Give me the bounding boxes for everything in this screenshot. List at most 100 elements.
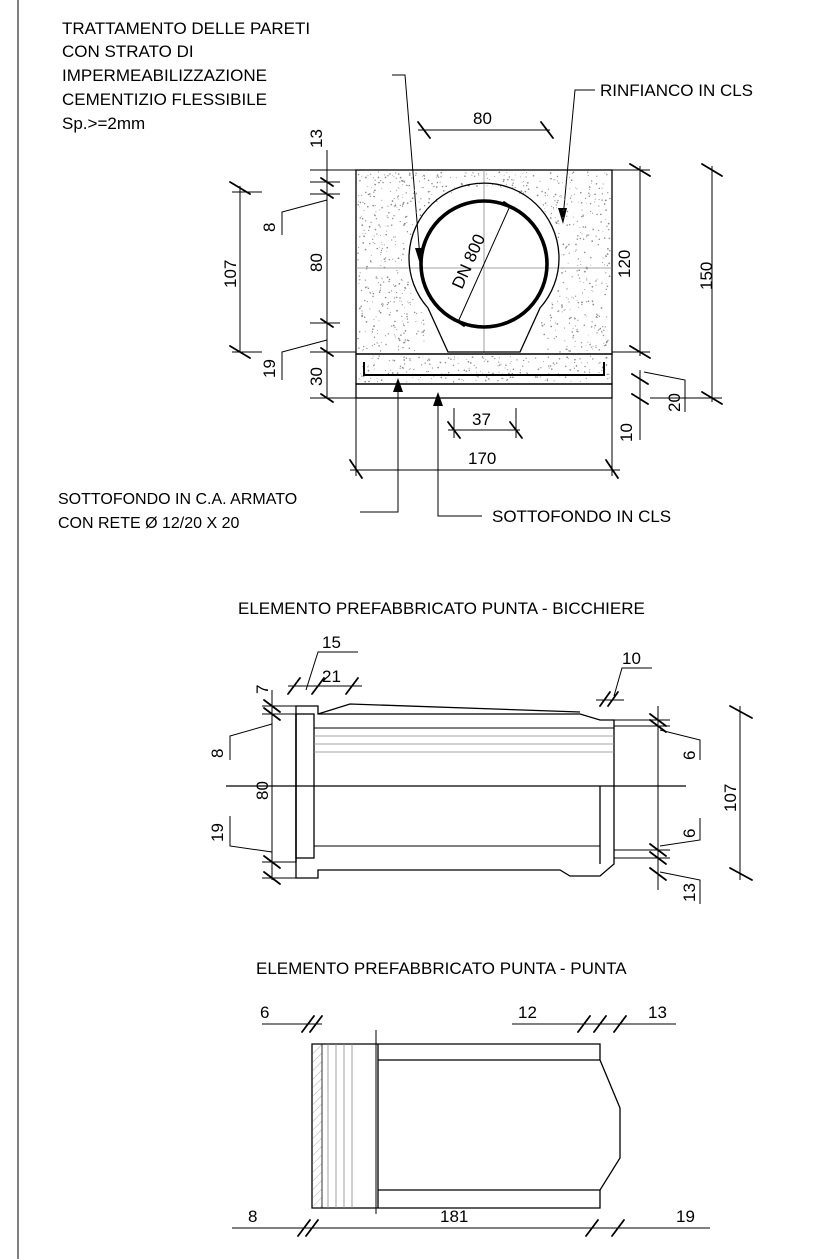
speckle-dot	[381, 187, 383, 189]
speckle-dot	[362, 201, 364, 203]
speckle-dot	[394, 241, 396, 242]
speckle-dot	[555, 336, 558, 338]
speckle-dot	[574, 187, 576, 189]
speckle-dot	[579, 280, 581, 282]
leader-8	[281, 199, 328, 235]
speckle-dot	[385, 370, 386, 372]
speckle-dot	[398, 188, 400, 190]
speckle-dot	[585, 202, 587, 204]
speckle-dot	[583, 371, 586, 373]
speckle-dot	[423, 178, 426, 180]
speckle-dot	[482, 357, 484, 359]
speckle-dot	[393, 176, 395, 178]
speckle-dot	[523, 185, 525, 187]
speckle-dot	[371, 261, 373, 263]
speckle-dot	[575, 295, 577, 297]
dim-spigot-12: 12	[518, 1003, 537, 1022]
speckle-dot	[402, 201, 405, 204]
speckle-dot	[370, 260, 372, 262]
speckle-dot	[436, 181, 439, 184]
speckle-dot	[605, 255, 608, 258]
speckle-dot	[373, 368, 375, 370]
speckle-dot	[358, 378, 360, 380]
speckle-dot	[429, 363, 431, 365]
speckle-dot	[605, 356, 608, 359]
speckle-dot	[398, 339, 401, 342]
speckle-dot	[395, 337, 396, 339]
speckle-dot	[427, 179, 430, 182]
speckle-dot	[371, 345, 373, 347]
speckle-dot	[405, 288, 407, 290]
speckle-dot	[574, 358, 576, 361]
speckle-dot	[393, 334, 395, 336]
speckle-dot	[561, 304, 563, 306]
speckle-dot	[409, 368, 411, 369]
pipe-diameter-label: DN 800	[448, 231, 489, 291]
speckle-dot	[364, 279, 367, 281]
speckle-dot	[363, 229, 365, 231]
speckle-dot	[454, 356, 456, 358]
speckle-dot	[544, 379, 546, 381]
speckle-dot	[393, 197, 395, 200]
speckle-dot	[510, 361, 512, 362]
speckle-dot	[363, 210, 365, 211]
speckle-dot	[547, 337, 549, 340]
speckle-dot	[566, 210, 569, 213]
speckle-dot	[592, 291, 594, 293]
tick-sr3	[649, 843, 667, 857]
speckle-dot	[601, 282, 603, 284]
speckle-dot	[551, 206, 553, 208]
speckle-dot	[374, 204, 376, 207]
tick-s3	[345, 677, 359, 695]
speckle-dot	[381, 247, 383, 249]
speckle-dot	[397, 198, 399, 200]
speckle-dot	[401, 315, 403, 318]
speckle-dot	[397, 187, 399, 188]
speckle-dot	[389, 181, 391, 184]
tick-p3	[577, 1015, 591, 1033]
speckle-dot	[379, 284, 382, 286]
speckle-dot	[566, 203, 568, 205]
speckle-dot	[608, 262, 611, 265]
speckle-dot	[560, 196, 562, 198]
backfill-arrow	[558, 208, 567, 224]
speckle-dot	[362, 232, 364, 234]
speckle-dot	[365, 372, 367, 374]
speckle-dot	[460, 182, 463, 185]
speckle-dot	[369, 291, 371, 293]
wall-treatment-note: TRATTAMENTO DELLE PARETI CON STRATO DI I…	[62, 19, 310, 133]
tick-pb1	[297, 1219, 311, 1237]
speckle-dot	[554, 363, 556, 365]
speckle-dot	[547, 188, 550, 190]
speckle-dot	[565, 180, 567, 182]
speckle-dot	[361, 175, 363, 177]
speckle-dot	[383, 281, 385, 283]
speckle-dot	[498, 361, 500, 363]
speckle-dot	[393, 236, 395, 238]
speckle-dot	[400, 259, 402, 261]
speckle-dot	[502, 180, 505, 183]
tick-s2	[311, 677, 325, 695]
speckle-dot	[602, 334, 605, 337]
speckle-dot	[399, 365, 402, 367]
leader-sr6b	[659, 818, 701, 847]
speckle-dot	[553, 195, 555, 198]
speckle-dot	[408, 368, 410, 371]
speckle-dot	[476, 185, 478, 187]
speckle-dot	[577, 201, 579, 203]
speckle-dot	[387, 216, 389, 219]
speckle-dot	[511, 178, 513, 181]
speckle-dot	[366, 265, 368, 268]
backfill-leader	[562, 89, 595, 219]
speckle-dot	[585, 315, 587, 317]
speckle-dot	[458, 378, 460, 381]
speckle-dot	[512, 182, 514, 185]
socket-elevation: 15 21 10 7 8 80 19 6	[208, 633, 753, 904]
speckle-dot	[445, 185, 448, 188]
speckle-dot	[409, 172, 411, 175]
speckle-dot	[580, 264, 582, 265]
speckle-dot	[367, 366, 369, 368]
speckle-dot	[462, 379, 464, 381]
speckle-dot	[365, 268, 368, 270]
speckle-dot	[597, 244, 600, 246]
